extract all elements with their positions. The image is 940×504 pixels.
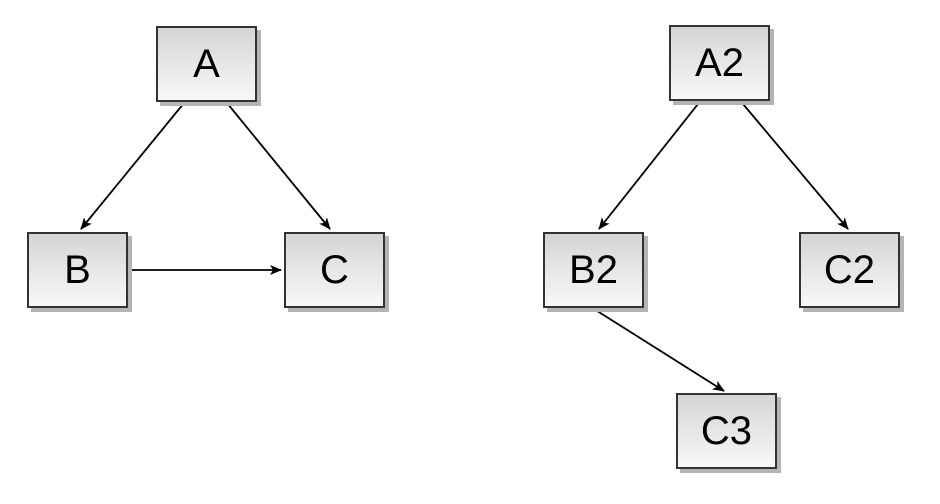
- node-B[interactable]: B: [27, 232, 128, 308]
- node-label-A2: A2: [695, 41, 744, 85]
- node-C[interactable]: C: [284, 232, 385, 308]
- node-label-C: C: [320, 248, 349, 292]
- node-label-C3: C3: [700, 409, 753, 453]
- node-B2[interactable]: B2: [543, 232, 644, 308]
- node-C3[interactable]: C3: [676, 393, 777, 469]
- node-A2[interactable]: A2: [669, 25, 770, 101]
- edge-B2-to-C3: [593, 308, 725, 392]
- node-C2[interactable]: C2: [799, 232, 900, 308]
- node-label-B: B: [64, 248, 91, 292]
- edge-A2-to-C2: [742, 103, 849, 230]
- node-label-C2: C2: [823, 248, 876, 292]
- node-label-A: A: [193, 42, 220, 86]
- edge-A-to-B: [80, 102, 185, 230]
- node-label-B2: B2: [569, 248, 618, 292]
- edge-A-to-C: [226, 102, 331, 230]
- node-A[interactable]: A: [156, 26, 257, 102]
- edge-A2-to-B2: [598, 103, 699, 230]
